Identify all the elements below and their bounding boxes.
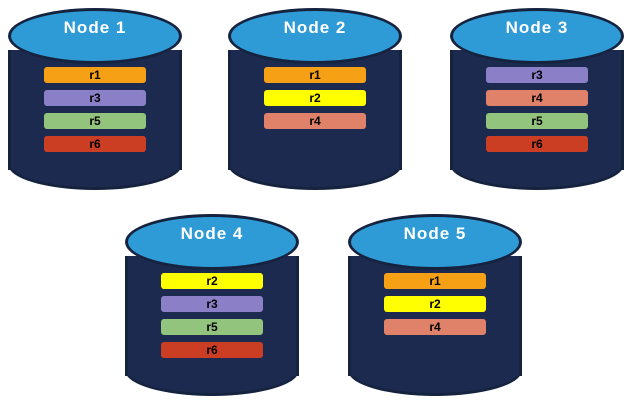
replica-bar-r3: r3 [161,296,263,312]
replica-list: r1 r2 r4 [384,273,486,342]
replica-bar-r1: r1 [44,67,146,83]
replica-bar-r1: r1 [264,67,366,83]
replica-bar-r3: r3 [486,67,588,83]
replica-bar-r6: r6 [161,342,263,358]
replica-bar-r5: r5 [44,113,146,129]
replica-list: r1 r3 r5 r6 [44,67,146,159]
replica-bar-r4: r4 [264,113,366,129]
replica-bar-r6: r6 [486,136,588,152]
replica-bar-r5: r5 [161,319,263,335]
cylinder-top-ellipse [450,8,624,64]
replica-list: r2 r3 r5 r6 [161,273,263,365]
cylinder-top-ellipse [228,8,402,64]
replica-bar-r2: r2 [384,296,486,312]
replica-bar-r3: r3 [44,90,146,106]
cylinder-top-ellipse [8,8,182,64]
replica-bar-r1: r1 [384,273,486,289]
replica-bar-r2: r2 [264,90,366,106]
replica-list: r3 r4 r5 r6 [486,67,588,159]
replica-bar-r6: r6 [44,136,146,152]
replica-bar-r5: r5 [486,113,588,129]
replica-bar-r4: r4 [384,319,486,335]
replica-bar-r4: r4 [486,90,588,106]
replica-bar-r2: r2 [161,273,263,289]
cylinder-top-ellipse [348,214,522,270]
replica-list: r1 r2 r4 [264,67,366,136]
cylinder-top-ellipse [125,214,299,270]
